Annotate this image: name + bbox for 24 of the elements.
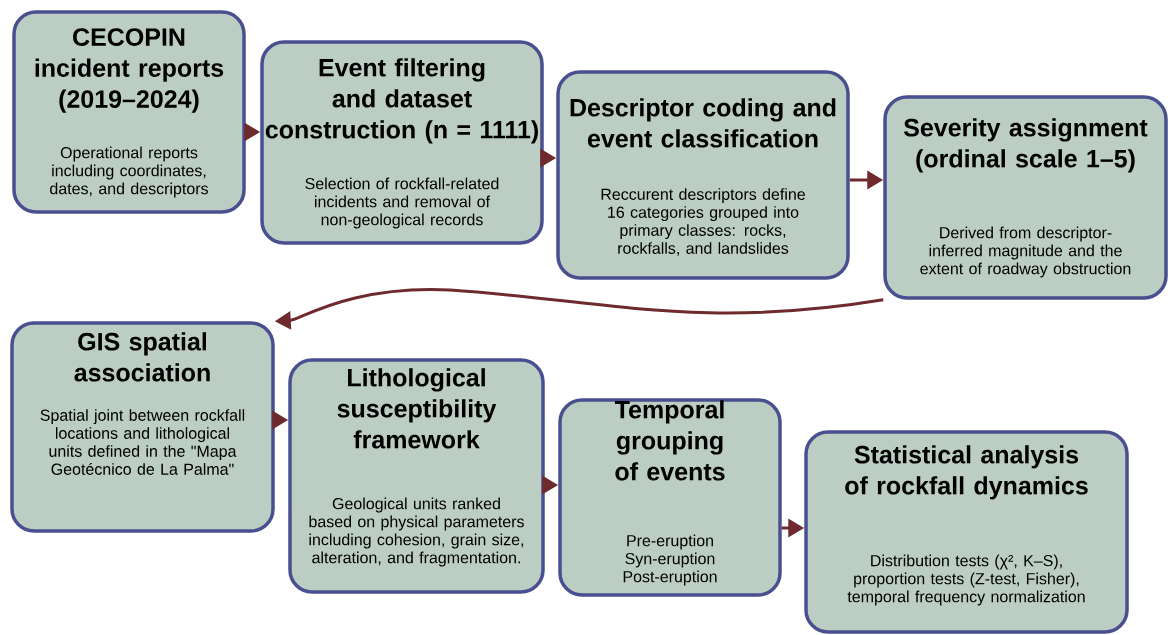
process-box [883, 95, 1168, 300]
process-box [260, 40, 544, 245]
step-description: Selection of rockfall-related incidents and removal of non-geological records [305, 177, 499, 229]
step-title: Severity assignment (ordinal scale 1–5) [903, 118, 1148, 173]
step-description: Distribution tests (χ², K–S), proportion tests (Z-test, Fisher), temporal frequency normalization [847, 554, 1085, 606]
step-title: Event filtering and dataset construction (n = 1111) [265, 58, 538, 144]
process-box [558, 398, 782, 597]
step-description: Spatial joint between rockfall locations and lithological units defined in the "Mapa Geotécnico de La Palma" [40, 409, 245, 475]
step-description: Operational reports including coordinates, dates, and descriptors [50, 146, 208, 198]
step-description: Derived from descriptor-inferred magnitude and the extent of roadway obstruction [920, 226, 1131, 278]
process-box [10, 321, 275, 533]
step-title: Descriptor coding and event classification [570, 98, 836, 148]
step-title: Temporal grouping of events [614, 400, 725, 481]
step-title: GIS spatial association [74, 332, 210, 382]
step-description: Geological units ranked based on physical parameters including cohesion, grain size, alteration, and fragmentation. [309, 497, 524, 567]
process-box [804, 430, 1129, 634]
process-box [556, 70, 850, 280]
step-description: Pre-eruption Syn-eruption Post-eruption [623, 534, 717, 586]
process-box [12, 10, 246, 214]
step-description: Reccurent descriptors define 16 categories grouped into primary classes: rocks, rockfalls, and landslides [601, 188, 805, 256]
step-title: CECOPIN incident reports (2019–2024) [35, 28, 224, 113]
step-title: Statistical analysis of rockfall dynamics [845, 445, 1088, 500]
step-title: Lithological susceptibility framework [337, 368, 497, 449]
process-box [288, 358, 545, 594]
